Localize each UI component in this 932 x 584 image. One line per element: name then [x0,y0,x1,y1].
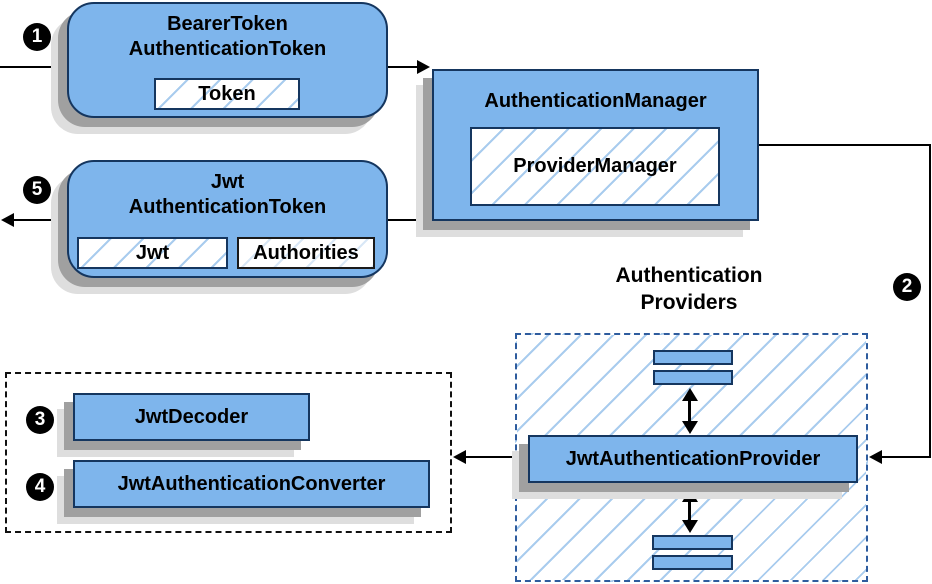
jwt-inner-box: Jwt [77,237,228,269]
bearer-token-authentication-token-node: BearerToken AuthenticationToken Token [67,2,388,118]
step-1-badge: 1 [23,23,51,51]
provider-manager-inner-box: ProviderManager [470,127,720,206]
authentication-providers-label-line1: Authentication [615,264,763,287]
authentication-manager-node: AuthenticationManager ProviderManager [432,69,759,221]
jwt-authentication-converter-label: JwtAuthenticationConverter [117,472,386,495]
provider-to-decoders-line [466,456,528,458]
jwt-decoder-label: JwtDecoder [134,405,249,428]
jwt-token-title-line1: Jwt [210,171,245,193]
authentication-manager-title: AuthenticationManager [484,90,707,112]
jwt-token-out-line [13,219,67,221]
provider-stack-bottom-bar-2 [652,555,733,570]
jwt-authentication-converter-node: JwtAuthenticationConverter [73,460,430,508]
jwt-decoder-node: JwtDecoder [73,393,310,441]
manager-to-provider-line-bottom [882,456,931,458]
provider-to-decoders-arrowhead [453,450,466,464]
step-4-badge: 4 [26,473,54,501]
top-double-arrow-line [688,399,691,423]
bearer-to-manager-line [388,66,418,68]
step-5-badge: 5 [23,176,51,204]
top-double-arrow-up-head [682,388,698,401]
jwt-authentication-provider-label: JwtAuthenticationProvider [565,447,821,470]
step-2-badge: 2 [893,273,921,301]
bearer-to-manager-arrowhead [417,60,430,74]
incoming-request-line [0,66,67,68]
manager-to-provider-arrowhead [869,450,882,464]
jwt-label: Jwt [135,241,170,264]
top-double-arrow-down-head [682,421,698,434]
manager-to-provider-line-top [759,144,931,146]
provider-stack-bottom-bar-1 [652,535,733,550]
jwt-token-out-arrowhead [1,213,14,227]
authorities-label: Authorities [253,241,359,264]
bearer-token-title-line2: AuthenticationToken [128,38,327,60]
token-label: Token [198,82,256,105]
provider-stack-top-bar-1 [653,350,733,365]
manager-to-provider-line-right [929,144,931,458]
authentication-providers-label-line2: Providers [640,291,738,314]
jwt-authentication-provider-node: JwtAuthenticationProvider [528,435,858,483]
bearer-token-title-line1: BearerToken [167,13,288,35]
jwt-token-title-line2: AuthenticationToken [128,196,327,218]
manager-to-jwt-token-line [388,219,432,221]
jwt-authentication-token-node: Jwt AuthenticationToken Jwt Authorities [67,160,388,278]
token-inner-box: Token [154,78,300,110]
step-3-badge: 3 [26,406,54,434]
bottom-double-arrow-line [688,500,691,522]
bottom-double-arrow-down-head [682,520,698,533]
bottom-double-arrow-up-head [682,489,698,502]
authorities-inner-box: Authorities [237,237,375,269]
authentication-providers-label: Authentication Providers [578,262,800,316]
decoder-converter-group-box [5,372,452,533]
provider-stack-top-bar-2 [653,370,733,385]
provider-manager-label: ProviderManager [513,155,677,177]
